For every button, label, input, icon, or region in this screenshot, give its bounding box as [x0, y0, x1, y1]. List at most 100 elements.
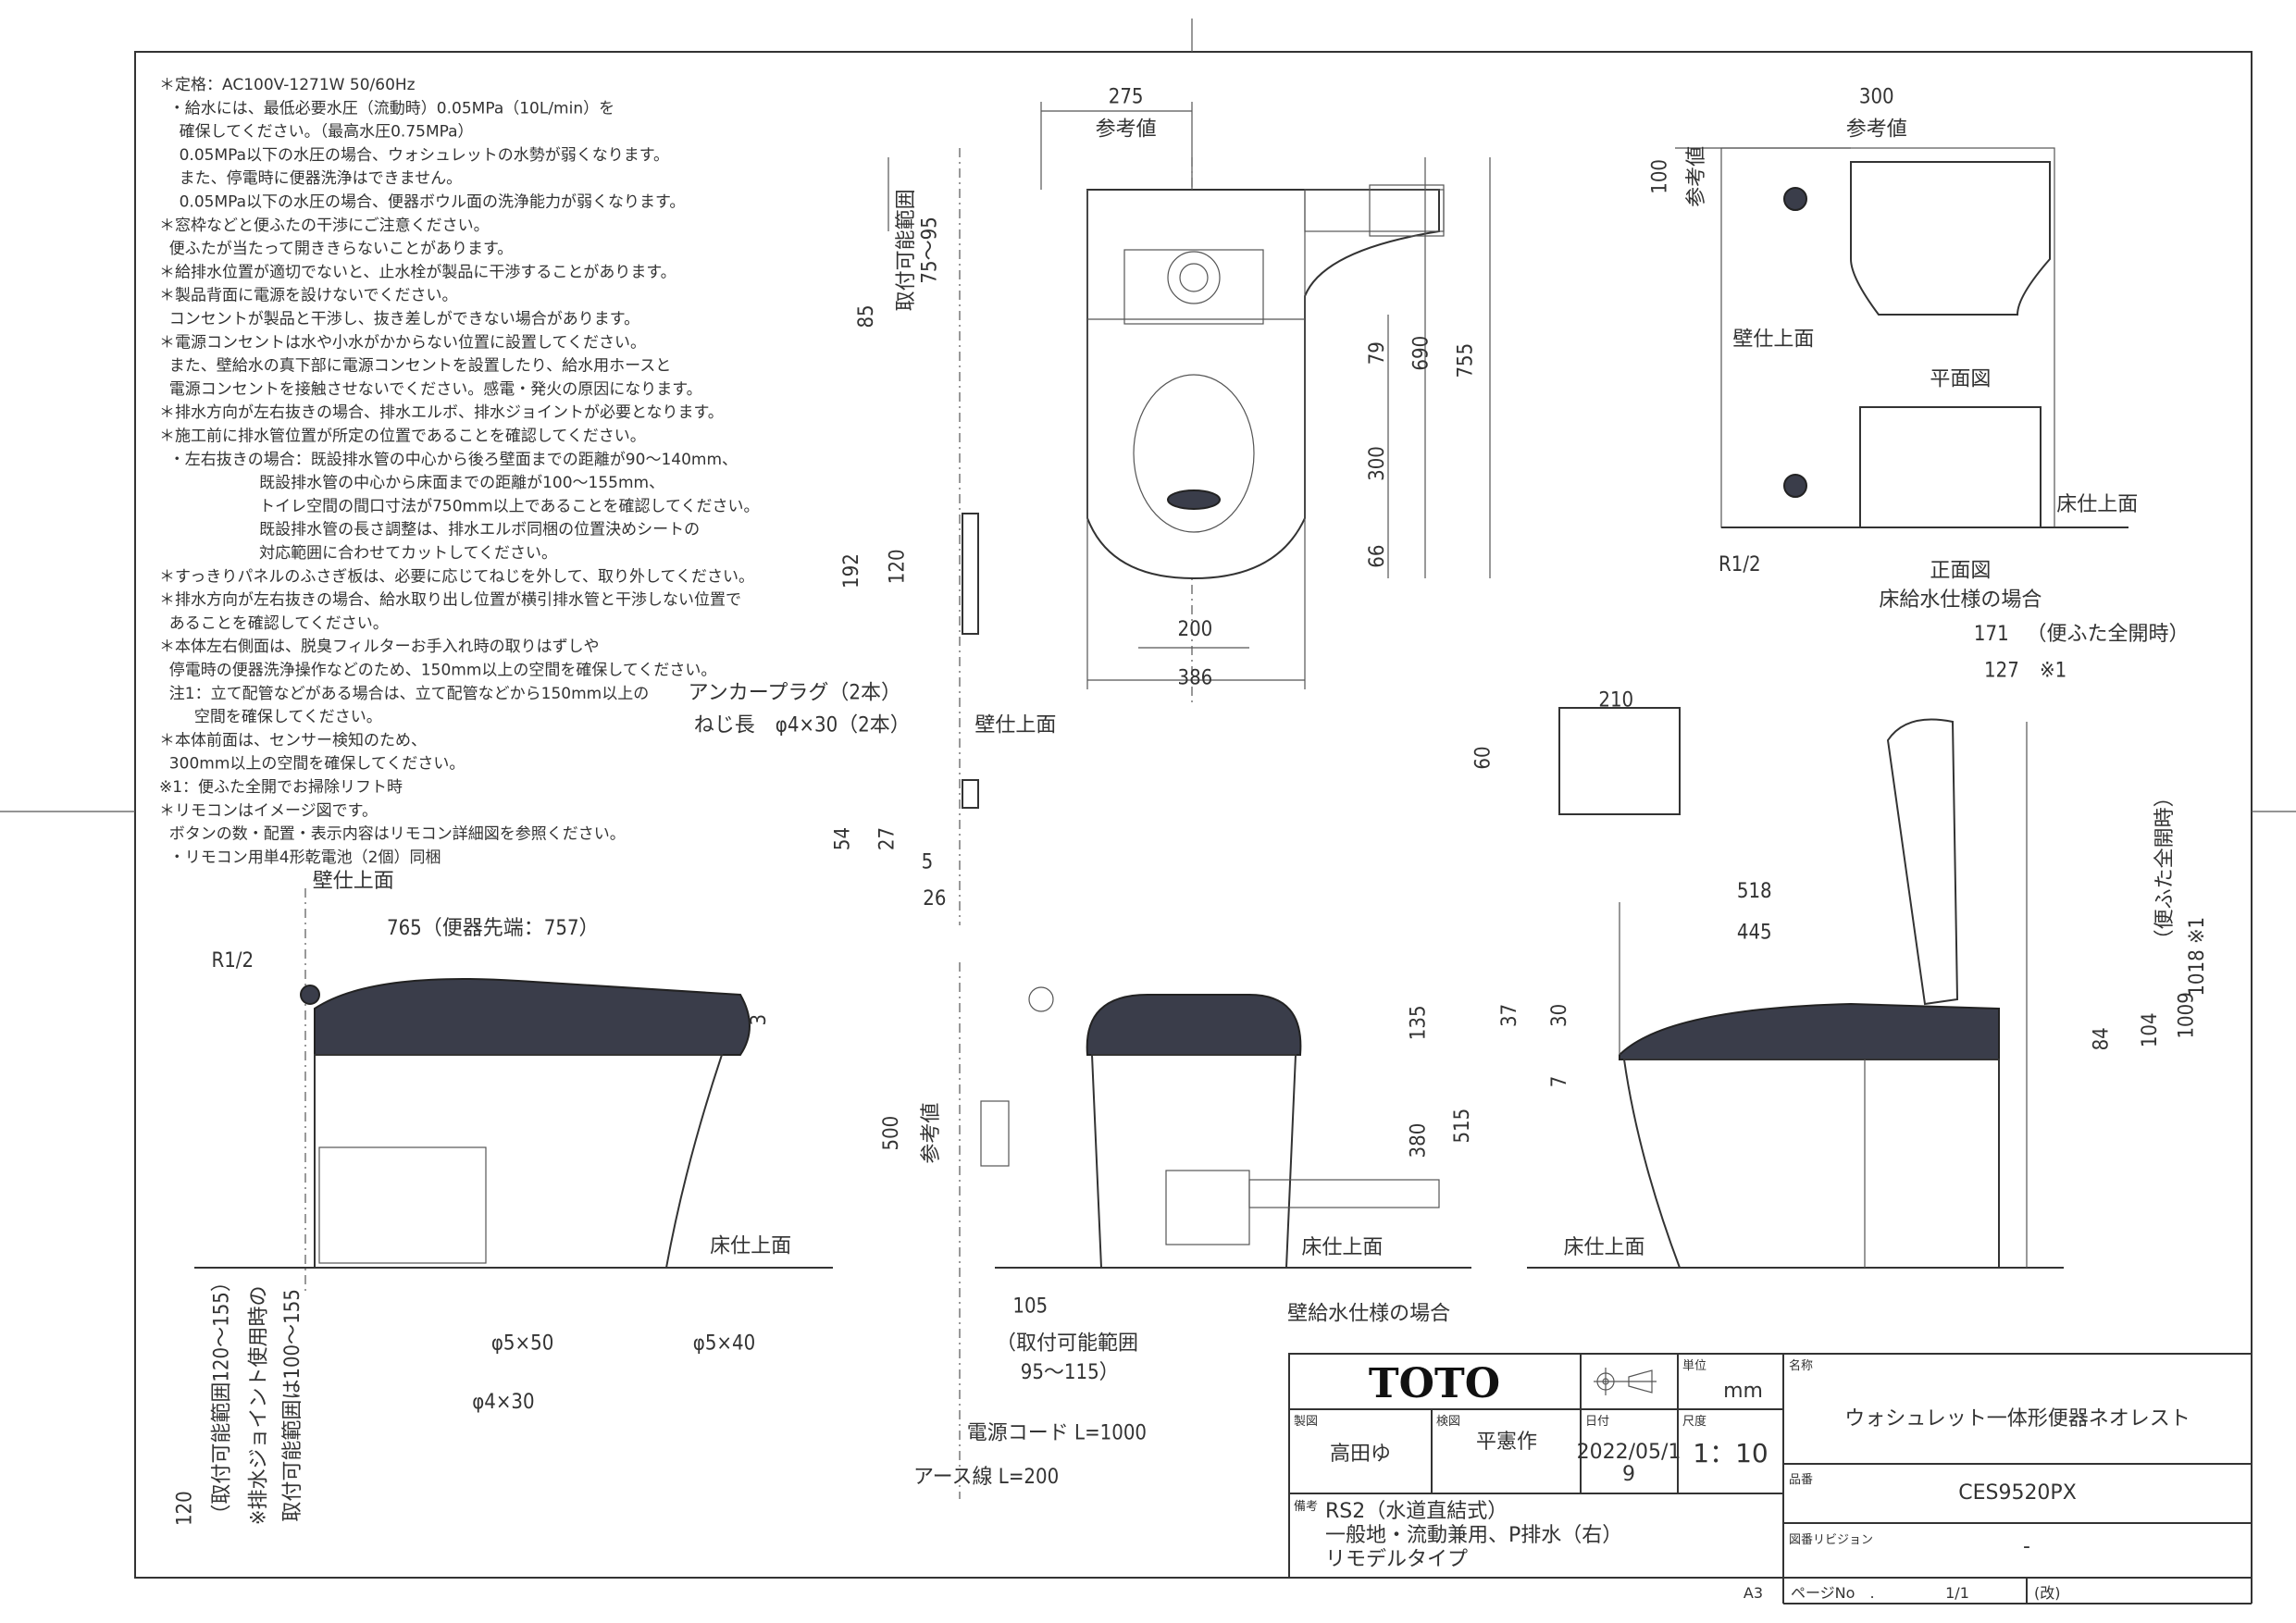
dimension-label: 210	[1598, 688, 1633, 712]
dimension-label: 445	[1737, 922, 1772, 945]
dimension-label: 1018 ※1	[2186, 917, 2209, 997]
note-line: ＊定格：AC100V-1271W 50/60Hz	[159, 76, 416, 94]
date-line1: 2022/05/1	[1577, 1441, 1682, 1464]
dimension-label: 床仕上面	[710, 1234, 791, 1258]
dimension-label: φ5×50	[491, 1332, 553, 1355]
dimension-label: 床仕上面	[1301, 1236, 1383, 1259]
dimension-label: 515	[1451, 1109, 1474, 1144]
dimension-label: 参考値	[1685, 146, 1708, 207]
dimension-label: 127	[1984, 660, 2019, 683]
scale-value: 1：10	[1693, 1438, 1768, 1468]
dimension-label: R1/2	[211, 949, 254, 973]
dimension-label: 171	[1974, 623, 2009, 646]
note-line: ＊給排水位置が適切でないと、止水栓が製品に干渉することがあります。	[159, 263, 676, 281]
dimension-label: 75～95	[918, 217, 941, 283]
front-view	[959, 962, 1471, 1499]
dimension-label: （取付可能範囲120～155）	[211, 1271, 234, 1525]
note-line: ＊電源コンセントは水や小水がかからない位置に設置してください。	[159, 333, 646, 352]
dimension-label: アンカープラグ（2本）	[689, 681, 901, 704]
dimension-label: 690	[1410, 336, 1433, 371]
note-line: 注1：立て配管などがある場合は、立て配管などから150mm以上の	[159, 685, 649, 703]
note-line: ＊本体前面は、センサー検知のため、	[159, 731, 427, 750]
dimension-label: R1/2	[1719, 553, 1761, 576]
product-name: ウォシュレット一体形便器ネオレスト	[1844, 1407, 2191, 1431]
note-line: ＊本体左右側面は、脱臭フィルターお手入れ時の取りはずしや	[159, 638, 600, 656]
installation-notes: ＊定格：AC100V-1271W 50/60Hz ・給水には、最低必要水圧（流動…	[159, 76, 759, 867]
dimension-label: 275	[1109, 85, 1144, 108]
drawn-by: 高田ゆ	[1330, 1443, 1391, 1466]
dimension-label: 104	[2139, 1012, 2162, 1047]
side-view-lid-open	[1527, 718, 2064, 1269]
note-line: ＊製品背面に電源を設けないでください。	[159, 287, 458, 305]
note-line: ・給水には、最低必要水圧（流動時）0.05MPa（10L/min）を	[159, 99, 614, 118]
dimension-label: ※1	[2040, 660, 2066, 683]
sheet-size: A3	[1744, 1584, 1763, 1602]
dimension-label: 壁仕上面	[313, 870, 394, 893]
dimension-label: 床給水仕様の場合	[1879, 588, 2042, 612]
dimension-label: ねじ長 φ4×30（2本）	[694, 713, 911, 737]
dimension-label: （便ふた全開時）	[2153, 787, 2177, 949]
note-line: また、停電時に便器洗浄はできません。	[159, 169, 462, 188]
dimension-label: 85	[855, 304, 878, 328]
scale-label: 尺度	[1682, 1414, 1706, 1429]
plan-view	[887, 102, 1491, 925]
note-line: ※1：便ふた全開でお掃除リフト時	[159, 778, 403, 797]
drawing-frame	[134, 51, 2253, 1579]
dimension-label: 755	[1454, 343, 1477, 378]
remarks-line: 一般地・流動兼用、P排水（右）	[1325, 1524, 1622, 1547]
dimension-label: 正面図	[1930, 559, 1991, 582]
date-line2: 9	[1622, 1463, 1635, 1486]
remote-control-outline	[1558, 707, 1681, 815]
dimension-label: 電源コード L=1000	[967, 1421, 1147, 1444]
dimension-label: 床仕上面	[1564, 1236, 1645, 1259]
dimension-label: φ4×30	[472, 1391, 534, 1414]
note-line: 電源コンセントを接触させないでください。感電・発火の原因になります。	[159, 380, 702, 399]
dimension-label: 120	[174, 1491, 197, 1526]
side-view	[194, 888, 833, 1295]
dimension-label: 765（便器先端：757）	[387, 917, 600, 940]
dimension-label: 54	[832, 827, 855, 850]
dimension-label: 386	[1178, 667, 1213, 690]
floor-supply-views	[1675, 147, 2128, 528]
dimension-label: 取付可能範囲	[895, 189, 918, 311]
note-line: 既設排水管の長さ調整は、排水エルボ同梱の位置決めシートの	[159, 521, 700, 539]
note-line: ＊窓枠などと便ふたの干渉にご注意ください。	[159, 217, 490, 235]
dimension-label: 192	[840, 553, 863, 588]
dimension-label: 参考値	[920, 1103, 943, 1164]
dimension-label: （便ふた全開時）	[2026, 623, 2189, 646]
dimension-label: 135	[1408, 1005, 1431, 1040]
unit-label: 単位	[1682, 1358, 1706, 1373]
part-label: 品番	[1789, 1473, 1813, 1487]
note-line: あることを確認してください。	[159, 614, 389, 633]
page-number: 1/1	[1945, 1584, 1969, 1602]
note-line: コンセントが製品と干渉し、抜き差しができない場合があります。	[159, 310, 639, 328]
dimension-label: 27	[875, 827, 899, 850]
dimension-label: φ5×40	[693, 1332, 755, 1355]
remarks-line: リモデルタイプ	[1325, 1548, 1468, 1571]
note-line: ・リモコン用単4形乾電池（2個）同梱	[159, 849, 441, 867]
dimension-label: 105	[1012, 1295, 1048, 1319]
dimension-label: 床仕上面	[2056, 493, 2138, 516]
date-label: 日付	[1585, 1415, 1609, 1429]
dimension-label: 平面図	[1930, 368, 1991, 391]
remarks-line: RS2（水道直結式）	[1325, 1500, 1508, 1523]
dimension-label: 100	[1648, 159, 1671, 194]
dimension-label: 120	[887, 549, 910, 584]
unit-value: mm	[1723, 1380, 1763, 1403]
note-line: 停電時の便器洗浄操作などのため、150mm以上の空間を確保してください。	[159, 662, 716, 680]
dimension-label: 取付可能範囲は100～155	[281, 1289, 304, 1522]
note-line: ＊リモコンはイメージ図です。	[159, 801, 378, 820]
remarks-label: 備考	[1294, 1499, 1318, 1514]
third-angle-projection-icon	[1594, 1368, 1657, 1395]
dimension-label: アース線 L=200	[913, 1466, 1059, 1489]
dimension-label: 壁給水仕様の場合	[1287, 1303, 1450, 1326]
note-line: 確保してください。（最高水圧0.75MPa）	[159, 123, 474, 142]
page-label: ページNo .	[1791, 1584, 1875, 1602]
part-number: CES9520PX	[1958, 1481, 2077, 1505]
note-line: ＊排水方向が左右抜きの場合、排水エルボ、排水ジョイントが必要となります。	[159, 403, 724, 422]
checked-label: 検図	[1436, 1415, 1460, 1429]
dimension-label: 壁仕上面	[974, 713, 1056, 737]
note-line: ＊施工前に排水管位置が所定の位置であることを確認してください。	[159, 427, 646, 446]
